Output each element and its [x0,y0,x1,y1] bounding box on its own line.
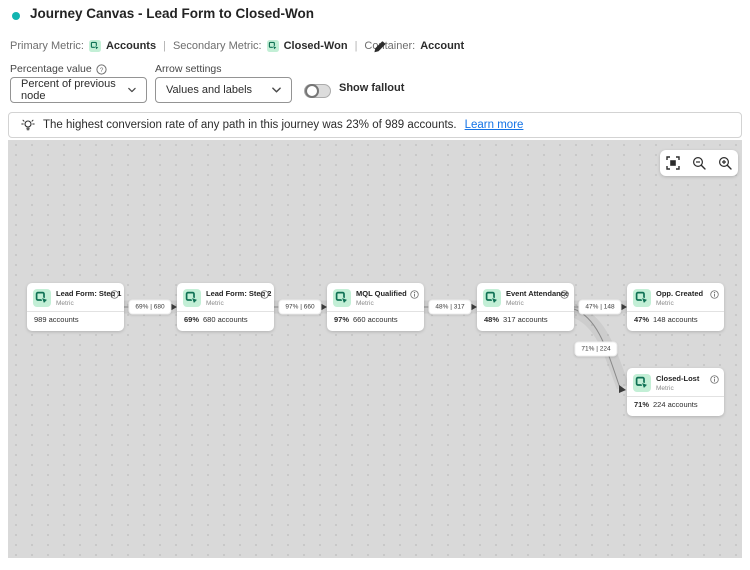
node-account-count: 148 accounts [653,315,698,324]
secondary-metric-label: Secondary Metric: [172,40,262,52]
journey-node-closed-lost[interactable]: Closed-Lost Metric 71%224 accounts [627,368,724,416]
info-icon[interactable] [410,290,419,299]
help-icon[interactable]: ? [96,63,107,75]
metric-icon [633,289,651,307]
node-footer: 97%660 accounts [327,311,424,324]
node-title: MQL Qualified [356,289,407,298]
journey-node-lead-form-step-2[interactable]: Lead Form: Step 2 Metric 69%680 accounts [177,283,274,331]
node-subtitle: Metric [206,299,224,307]
metric-icon [633,374,651,392]
node-account-count: 224 accounts [653,400,698,409]
info-icon[interactable] [110,290,119,299]
insight-banner: The highest conversion rate of any path … [8,112,742,138]
metric-icon [333,289,351,307]
node-footer: 71%224 accounts [627,396,724,409]
show-fallout-toggle[interactable] [304,84,331,98]
node-title: Lead Form: Step 2 [206,289,272,298]
node-subtitle: Metric [356,299,374,307]
secondary-metric-value: Closed-Won [283,40,348,52]
node-subtitle: Metric [656,384,674,392]
info-icon[interactable] [710,375,719,384]
edit-pencil-icon[interactable] [372,40,387,55]
journey-node-opp-created[interactable]: Opp. Created Metric 47%148 accounts [627,283,724,331]
node-conversion-pct: 47% [634,315,650,324]
separator: | [354,40,358,52]
node-conversion-pct: 69% [184,315,200,324]
info-icon[interactable] [710,290,719,299]
node-conversion-pct: 97% [334,315,350,324]
arrow-settings-dropdown[interactable]: Values and labels [155,77,292,103]
container-value: Account [420,40,465,52]
info-icon[interactable] [260,290,269,299]
journey-node-lead-form-step-1[interactable]: Lead Form: Step 1 Metric 989 accounts [27,283,124,331]
metrics-summary-bar: Primary Metric: Accounts | Secondary Met… [10,40,464,52]
page-title: Journey Canvas - Lead Form to Closed-Won [30,6,315,21]
edge-label: 47% | 148 [578,299,622,315]
status-bullet [12,12,20,20]
zoom-in-button[interactable] [716,154,734,172]
info-icon[interactable] [560,290,569,299]
banner-text: The highest conversion rate of any path … [43,119,457,131]
svg-text:?: ? [99,66,103,73]
node-title: Opp. Created [656,289,704,298]
node-footer: 989 accounts [27,311,124,324]
node-conversion-pct: 71% [634,400,650,409]
node-footer: 69%680 accounts [177,311,274,324]
metric-icon [267,40,279,52]
edge-label: 48% | 317 [428,299,472,315]
edge-connectors [124,300,630,393]
arrow-settings-label: Arrow settings [155,63,222,75]
show-fallout-label: Show fallout [339,82,405,94]
metric-icon [33,289,51,307]
node-account-count: 989 accounts [34,315,79,324]
node-subtitle: Metric [56,299,74,307]
edge-label: 69% | 680 [128,299,172,315]
chevron-down-icon [272,87,281,93]
primary-metric-value: Accounts [105,40,157,52]
node-account-count: 660 accounts [353,315,398,324]
zoom-out-icon [692,156,706,170]
journey-canvas[interactable]: Lead Form: Step 1 Metric 989 accounts Le… [8,140,742,558]
node-title: Lead Form: Step 1 [56,289,122,298]
node-account-count: 317 accounts [503,315,548,324]
edge-label: 97% | 660 [278,299,322,315]
node-subtitle: Metric [506,299,524,307]
canvas-zoom-toolbar [660,150,738,176]
node-account-count: 680 accounts [203,315,248,324]
fit-to-screen-icon [666,156,680,170]
fit-to-screen-button[interactable] [664,154,682,172]
toggle-knob [305,84,319,98]
node-conversion-pct: 48% [484,315,500,324]
journey-node-mql-qualified[interactable]: MQL Qualified Metric 97%660 accounts [327,283,424,331]
lightbulb-icon [21,119,35,131]
zoom-in-icon [718,156,732,170]
metric-icon [183,289,201,307]
metric-icon [483,289,501,307]
node-title: Closed-Lost [656,374,700,383]
percentage-value-label: Percentage value ? [10,63,107,75]
separator: | [163,40,166,52]
zoom-out-button[interactable] [690,154,708,172]
node-footer: 47%148 accounts [627,311,724,324]
learn-more-link[interactable]: Learn more [464,119,524,131]
percentage-value-dropdown[interactable]: Percent of previous node [10,77,147,103]
metric-icon [89,40,101,52]
node-footer: 48%317 accounts [477,311,574,324]
node-title: Event Attendance [506,289,570,298]
edge-label: 71% | 224 [574,341,618,357]
primary-metric-label: Primary Metric: [10,40,84,52]
node-subtitle: Metric [656,299,674,307]
journey-node-event-attendance[interactable]: Event Attendance Metric 48%317 accounts [477,283,574,331]
chevron-down-icon [128,87,136,93]
